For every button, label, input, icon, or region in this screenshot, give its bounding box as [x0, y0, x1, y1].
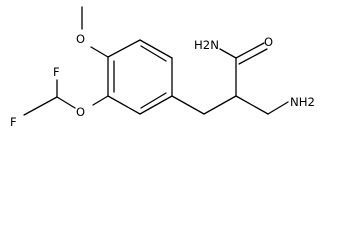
ether-oxygen-label: O: [76, 105, 85, 119]
amide-oxygen-label: O: [264, 35, 273, 49]
bond-ch-ch2-amine: [235, 95, 269, 115]
bond-ch2-nh2: [267, 101, 289, 115]
ring-bond-4: [139, 95, 173, 115]
bond-o-ring: [90, 46, 109, 58]
structure-diagram: O O F F O H2N NH2: [10, 6, 315, 129]
amide-nh2-label: H2N: [194, 38, 219, 52]
ring-double-1: [140, 45, 167, 62]
ring-double-2: [140, 92, 167, 109]
amine-nh2-label: NH2: [290, 95, 315, 109]
bond-ch2-ch: [203, 95, 237, 115]
atom-labels: O O F F O H2N NH2: [10, 32, 315, 129]
methoxy-oxygen-label: O: [76, 32, 85, 46]
bond-c-f-bottom: [23, 96, 58, 116]
bond-carbonyl-o-1: [235, 42, 265, 59]
bond-ether-o-chf2: [56, 96, 76, 109]
bonds: [23, 6, 289, 116]
ring-bond-1: [107, 39, 141, 58]
fluorine-bottom-label: F: [10, 115, 17, 129]
fluorine-top-label: F: [53, 65, 60, 79]
bond-carbonyl-o-2: [238, 48, 268, 65]
bond-carbonyl-nh2: [219, 48, 237, 59]
ring-bond-2: [139, 39, 173, 59]
bond-ring-ch2: [171, 95, 205, 115]
ring-bond-5: [107, 95, 141, 115]
bond-ring-ether-o: [92, 95, 109, 106]
